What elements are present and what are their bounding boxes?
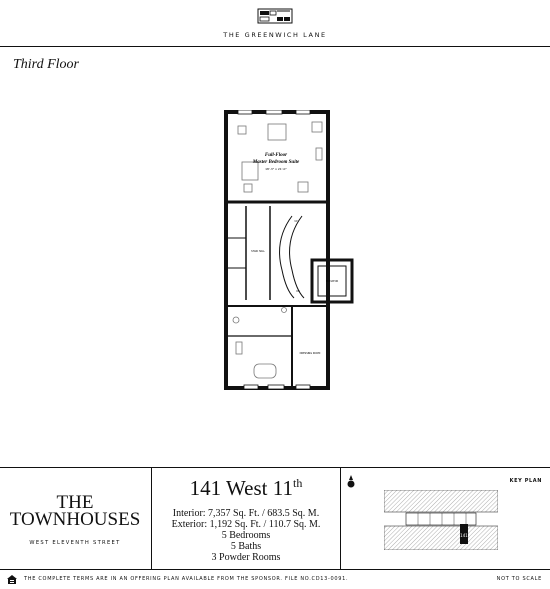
stair-hall-label: STAIR HALL xyxy=(251,250,265,253)
development-street: WEST ELEVENTH STREET xyxy=(29,540,121,546)
unit-address: 141 West 11th xyxy=(153,476,339,501)
key-plan-highlight-label: 141 xyxy=(460,533,468,538)
development-name: THE TOWNHOUSES xyxy=(0,492,150,530)
footer-divider xyxy=(340,468,341,570)
legal-bar: THE COMPLETE TERMS ARE IN AN OFFERING PL… xyxy=(0,569,550,589)
greenwich-lane-logo-icon xyxy=(257,8,293,24)
equal-housing-icon xyxy=(7,575,17,584)
footer-divider xyxy=(151,468,152,570)
room-name: Full-Floor xyxy=(265,153,287,158)
unit-address-text: 141 West 11 xyxy=(189,476,293,500)
baths-count: 5 Baths xyxy=(230,541,262,552)
interior-area: Interior: 7,357 Sq. Ft. / 683.5 Sq. M. xyxy=(172,508,320,519)
room-name-2: Master Bedroom Suite xyxy=(252,160,300,165)
dressing-room-label: DRESSING ROOM xyxy=(300,352,321,355)
exterior-area: Exterior: 1,192 Sq. Ft. / 110.7 Sq. M. xyxy=(171,519,321,530)
bedrooms-count: 5 Bedrooms xyxy=(221,530,271,541)
floor-title: Third Floor xyxy=(13,57,79,72)
scale-note: NOT TO SCALE xyxy=(496,576,542,582)
development-name-line2: TOWNHOUSES xyxy=(9,509,141,530)
header: THE GREENWICH LANE xyxy=(0,0,550,47)
elevator-label: ELEVATOR xyxy=(326,280,339,283)
floor-plan: Full-Floor Master Bedroom Suite 18'-3" x… xyxy=(224,110,354,390)
up-label: UP xyxy=(295,220,299,223)
key-plan-label: KEY PLAN xyxy=(509,478,542,484)
development-name-line1: THE xyxy=(56,492,94,513)
room-dimensions: 18'-3" x 21'-0" xyxy=(265,167,287,171)
key-plan-map: 141 xyxy=(384,490,498,550)
brand-name: THE GREENWICH LANE xyxy=(223,31,327,39)
footer: THE TOWNHOUSES WEST ELEVENTH STREET 141 … xyxy=(0,467,550,570)
unit-address-suffix: th xyxy=(292,476,303,490)
north-arrow-icon xyxy=(347,475,355,488)
offering-disclaimer: THE COMPLETE TERMS ARE IN AN OFFERING PL… xyxy=(24,576,349,582)
powder-rooms-count: 3 Powder Rooms xyxy=(211,552,281,563)
dn-label: DN xyxy=(296,290,300,293)
